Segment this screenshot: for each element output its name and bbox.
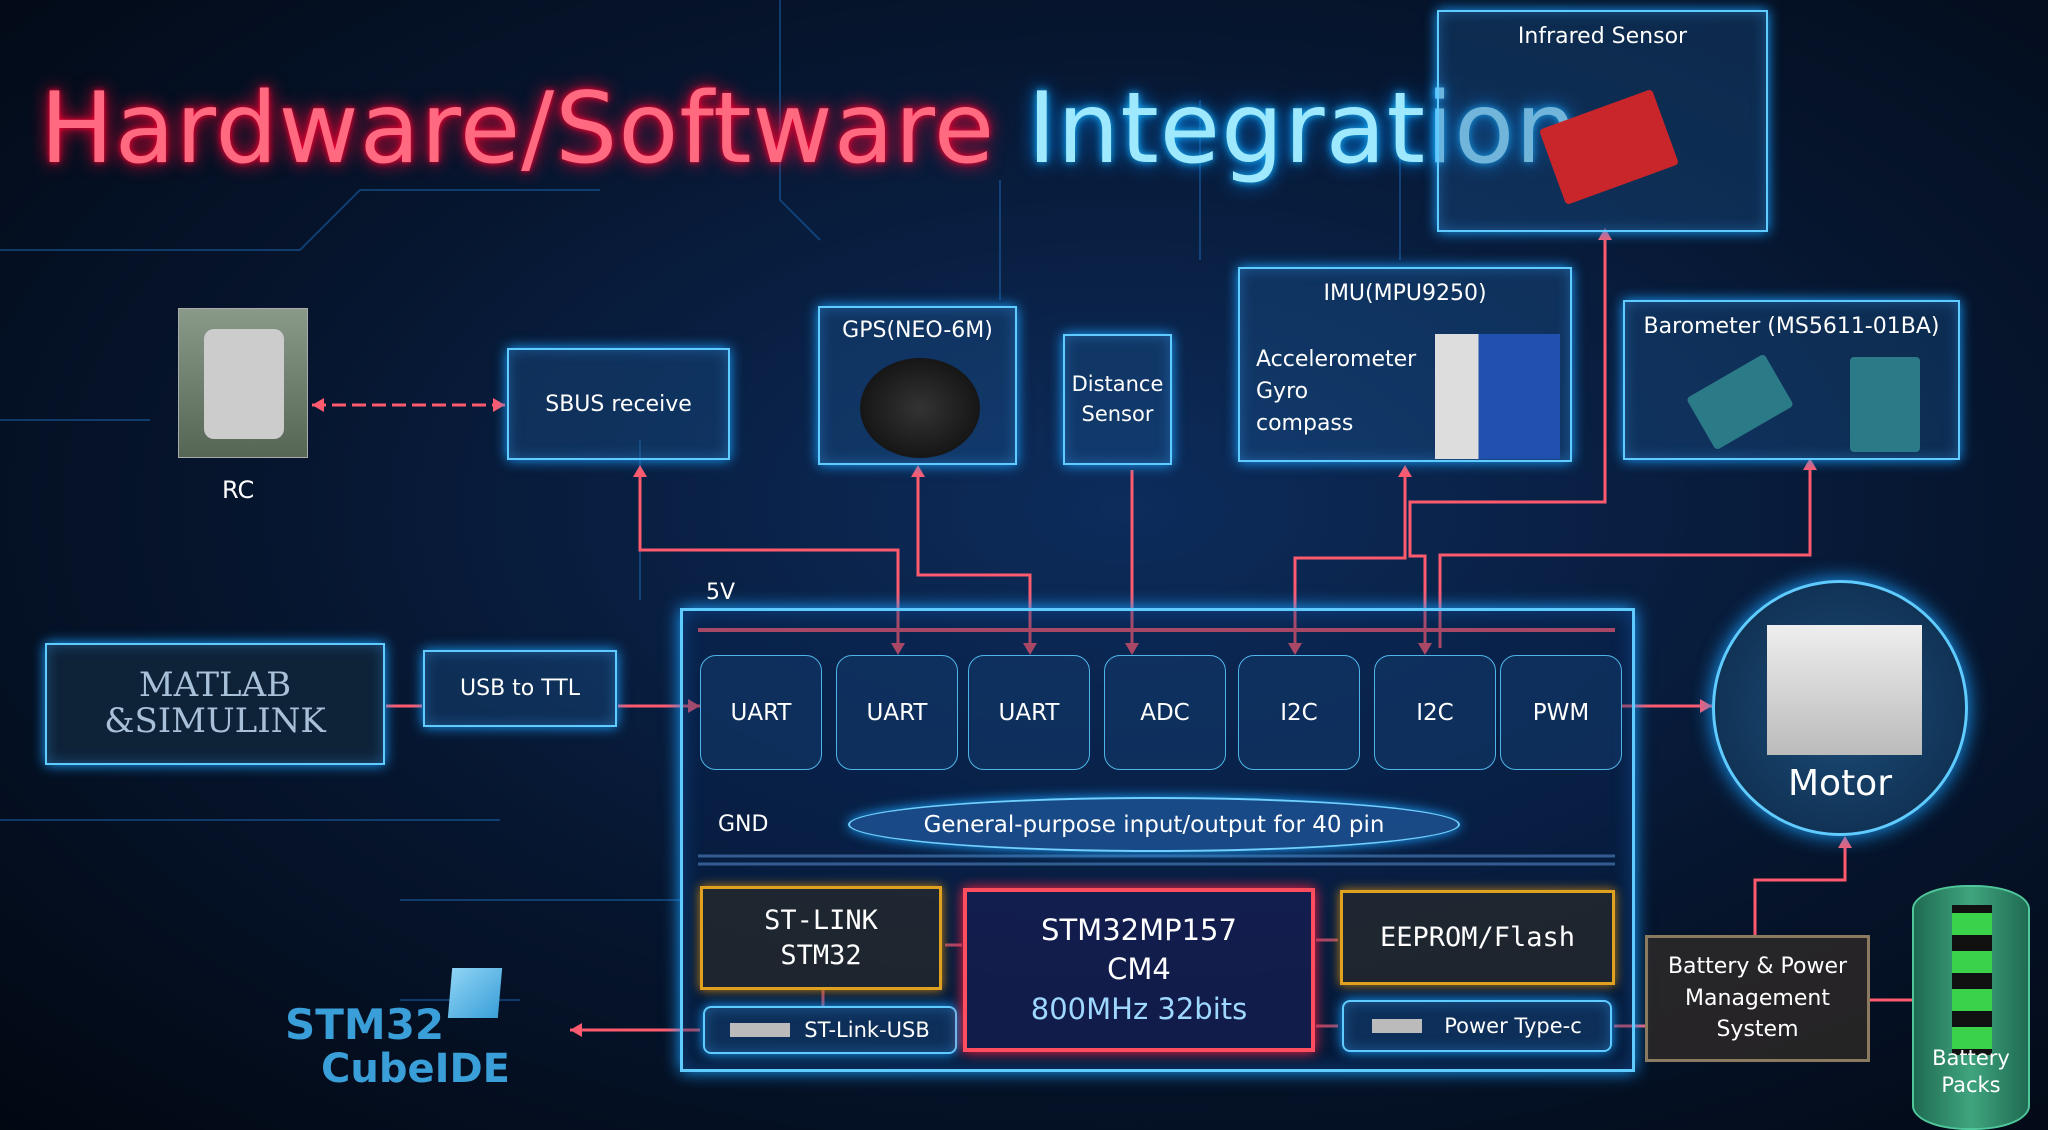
battery-label-2: Packs bbox=[1941, 1073, 2001, 1098]
uart-3-label: UART bbox=[998, 699, 1060, 726]
gps-box: GPS(NEO-6M) bbox=[818, 306, 1017, 465]
infrared-sensor-label: Infrared Sensor bbox=[1517, 24, 1688, 49]
uart-2-label: UART bbox=[866, 699, 928, 726]
gps-module-image bbox=[860, 358, 980, 458]
battery-label-1: Battery bbox=[1932, 1046, 2010, 1070]
eeprom-label: EEPROM/Flash bbox=[1379, 922, 1576, 953]
barometer-image-back bbox=[1850, 357, 1920, 452]
gpio-40-pin: General-purpose input/output for 40 pin bbox=[848, 797, 1460, 852]
gnd-label: GND bbox=[718, 812, 769, 837]
stlink-label: ST-LINK bbox=[764, 904, 878, 936]
eeprom-flash-box: EEPROM/Flash bbox=[1340, 890, 1615, 985]
distance-sensor-label: Distance Sensor bbox=[1071, 372, 1164, 426]
motor-esc-image bbox=[1767, 625, 1922, 755]
stlink-usb-label: ST-Link-USB bbox=[804, 1018, 930, 1042]
usb-to-ttl-box: USB to TTL bbox=[423, 650, 617, 727]
usb-to-ttl-label: USB to TTL bbox=[460, 676, 580, 701]
i2c-1-port: I2C bbox=[1238, 655, 1360, 770]
stm32-label: STM32 bbox=[780, 940, 862, 971]
mcu-core: CM4 bbox=[1107, 952, 1171, 987]
matlab-simulink-logo: MATLAB &SIMULINK bbox=[45, 643, 385, 765]
typec-connector-icon bbox=[1372, 1019, 1423, 1033]
stlink-stm32-box: ST-LINK STM32 bbox=[700, 886, 942, 990]
imu-accelerometer: Accelerometer bbox=[1256, 347, 1417, 372]
bms-line-3: System bbox=[1716, 1017, 1799, 1043]
i2c-2-port: I2C bbox=[1374, 655, 1496, 770]
imu-gyro: Gyro bbox=[1256, 379, 1309, 404]
adc-port: ADC bbox=[1104, 655, 1226, 770]
stlink-usb-port[interactable]: ST-Link-USB bbox=[703, 1006, 957, 1054]
sbus-receive-box: SBUS receive bbox=[507, 348, 730, 460]
motor-label: Motor bbox=[1787, 763, 1893, 804]
title-integration: Integration bbox=[1027, 72, 1579, 186]
barometer-image bbox=[1686, 353, 1794, 451]
barometer-label: Barometer (MS5611-01BA) bbox=[1643, 314, 1940, 339]
uart-1-port: UART bbox=[700, 655, 822, 770]
pwm-label: PWM bbox=[1532, 699, 1590, 726]
infrared-sensor-image bbox=[1538, 88, 1680, 206]
uart-2-port: UART bbox=[836, 655, 958, 770]
page-title: Hardware/Software Integration bbox=[40, 72, 1578, 186]
imu-compass: compass bbox=[1256, 411, 1354, 436]
cube-icon bbox=[447, 968, 503, 1018]
uart-3-port: UART bbox=[968, 655, 1090, 770]
imu-box: IMU(MPU9250) Accelerometer Gyro compass bbox=[1238, 267, 1572, 462]
matlab-text: MATLAB bbox=[138, 665, 292, 706]
usb-connector-icon bbox=[730, 1023, 791, 1037]
bms-line-2: Management bbox=[1685, 985, 1830, 1011]
i2c-1-label: I2C bbox=[1280, 699, 1318, 726]
infrared-sensor-box: Infrared Sensor bbox=[1437, 10, 1768, 232]
stm32-logo-text: STM32 bbox=[285, 1000, 445, 1049]
simulink-text: &SIMULINK bbox=[104, 701, 326, 741]
stm32cubeide-logo: STM32 CubeIDE bbox=[285, 968, 510, 1098]
title-hardware-software: Hardware/Software bbox=[40, 72, 996, 186]
barometer-box: Barometer (MS5611-01BA) bbox=[1623, 300, 1960, 460]
5v-label: 5V bbox=[706, 580, 736, 605]
imu-board-image bbox=[1435, 334, 1560, 459]
bms-line-1: Battery & Power bbox=[1667, 953, 1848, 979]
power-typec-label: Power Type-c bbox=[1444, 1014, 1582, 1038]
cubeide-logo-text: CubeIDE bbox=[321, 1046, 511, 1092]
motor-node: Motor bbox=[1712, 580, 1968, 836]
rc-transmitter-image bbox=[178, 308, 308, 458]
distance-sensor-box: Distance Sensor bbox=[1063, 334, 1172, 465]
mcu-name: STM32MP157 bbox=[1041, 913, 1237, 948]
gps-label: GPS(NEO-6M) bbox=[842, 318, 993, 343]
sbus-label: SBUS receive bbox=[545, 391, 692, 417]
battery-cells-icon bbox=[1952, 905, 1992, 1055]
uart-1-label: UART bbox=[730, 699, 792, 726]
adc-label: ADC bbox=[1140, 699, 1190, 726]
rc-label: RC bbox=[222, 476, 255, 504]
imu-title: IMU(MPU9250) bbox=[1323, 281, 1487, 306]
power-typec-port[interactable]: Power Type-c bbox=[1342, 1000, 1612, 1052]
pwm-port: PWM bbox=[1500, 655, 1622, 770]
mcu-spec: 800MHz 32bits bbox=[1030, 991, 1248, 1026]
stm32mp157-mcu: STM32MP157 CM4 800MHz 32bits bbox=[963, 888, 1315, 1052]
i2c-2-label: I2C bbox=[1416, 699, 1454, 726]
gpio-label: General-purpose input/output for 40 pin bbox=[923, 811, 1385, 838]
